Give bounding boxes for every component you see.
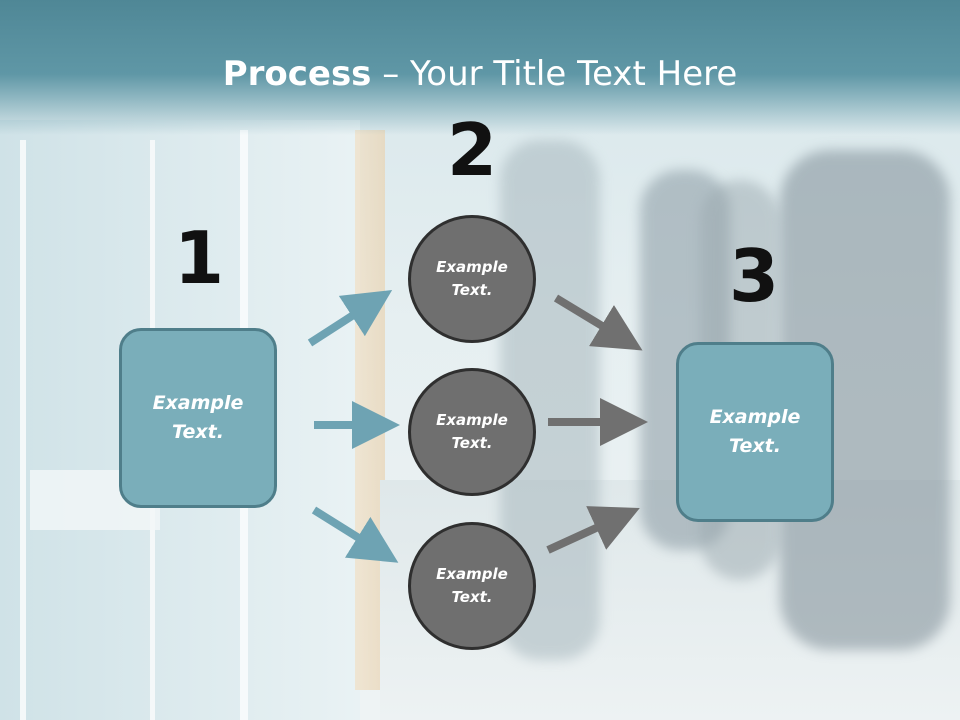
left-box: Example Text.: [119, 328, 277, 508]
step-number-3: 3: [728, 234, 780, 318]
step-number-1: 1: [173, 216, 225, 300]
right-box-text: Example Text.: [709, 406, 801, 457]
title-rest: – Your Title Text Here: [371, 54, 738, 94]
title-bold: Process: [222, 54, 372, 94]
circle-1-text: Example Text.: [436, 258, 508, 299]
circle-2: Example Text.: [408, 368, 536, 496]
circle-3: Example Text.: [408, 522, 536, 650]
left-box-text: Example Text.: [152, 392, 244, 443]
circle-2-text: Example Text.: [436, 411, 508, 452]
right-box: Example Text.: [676, 342, 834, 522]
circle-3-text: Example Text.: [436, 565, 508, 606]
arrow-to-circle-3: [311, 506, 399, 563]
header-band: [0, 0, 960, 135]
circle-1: Example Text.: [408, 215, 536, 343]
slide-title: Process – Your Title Text Here: [0, 52, 960, 96]
arrow-from-circle-3: [546, 506, 640, 554]
arrow-from-circle-1: [553, 294, 643, 351]
step-number-2: 2: [446, 108, 498, 192]
arrow-to-circle-1: [307, 289, 393, 347]
